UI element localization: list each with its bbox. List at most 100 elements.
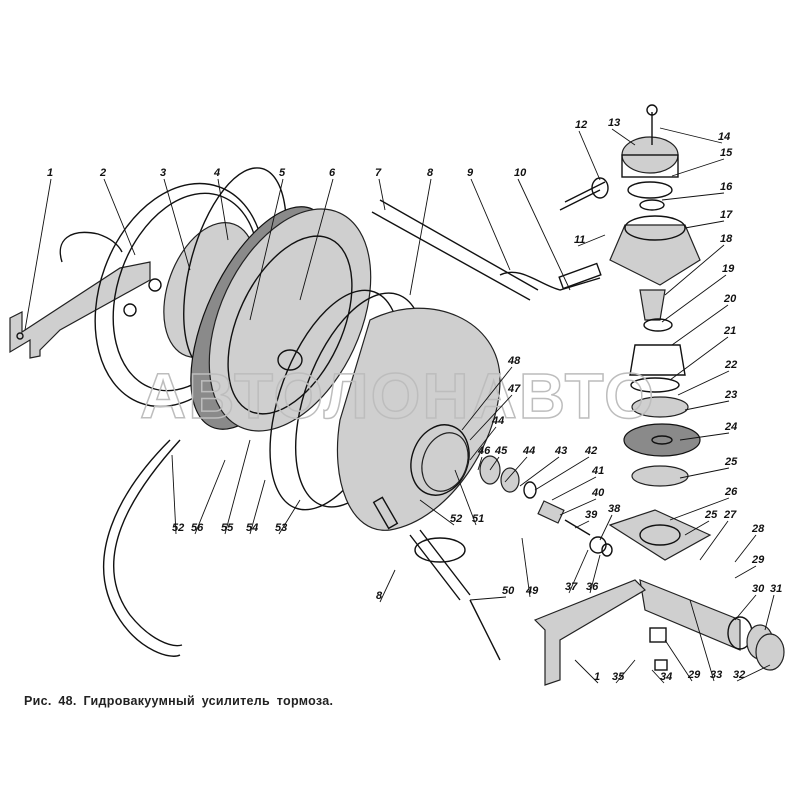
- leader-line: [684, 520, 710, 536]
- part-number-label: 29: [687, 669, 701, 681]
- leader-line: [671, 158, 725, 177]
- part-number-label: 26: [724, 486, 738, 498]
- part-number-label: 54: [246, 522, 258, 534]
- part-number-label: 40: [591, 487, 605, 499]
- part-number-label: 38: [608, 503, 621, 515]
- leader-line: [249, 178, 284, 321]
- part-number-label: 50: [502, 585, 515, 597]
- part-number-label: 24: [724, 421, 737, 433]
- leader-line: [521, 537, 531, 598]
- strap: [103, 439, 183, 657]
- leader-line: [589, 554, 601, 594]
- part-number-label: 4: [213, 167, 220, 179]
- vacuum-cylinder: [269, 289, 501, 531]
- leader-line: [734, 565, 757, 579]
- part-number-label: 3: [160, 167, 166, 179]
- part-number-label: 31: [770, 583, 782, 595]
- part-number-label: 18: [720, 233, 733, 245]
- part-number-label: 42: [584, 445, 597, 457]
- leader-line: [517, 178, 571, 291]
- bracket-left: [9, 231, 151, 359]
- leader-line: [469, 426, 497, 461]
- leader-line: [461, 366, 513, 431]
- leader-line: [679, 467, 730, 479]
- leader-line: [574, 659, 599, 684]
- part-number-label: 19: [722, 263, 735, 275]
- part-number-label: 23: [724, 389, 737, 401]
- leader-line: [677, 370, 730, 396]
- part-number-label: 25: [704, 509, 718, 521]
- leader-line: [454, 469, 477, 526]
- part-number-label: 8: [376, 590, 383, 602]
- master-cylinder: [533, 509, 785, 686]
- part-number-label: 47: [507, 383, 521, 395]
- leader-line: [664, 639, 693, 682]
- part-number-label: 37: [565, 581, 578, 593]
- leader-line: [24, 178, 52, 331]
- leader-line: [217, 178, 229, 241]
- part-number-label: 10: [514, 167, 527, 179]
- part-number-label: 11: [574, 234, 585, 246]
- leader-line: [378, 178, 386, 211]
- leader-line: [599, 514, 613, 541]
- part-number-label: 52: [450, 513, 462, 525]
- part-number-label: 39: [585, 509, 598, 521]
- leader-line: [379, 569, 396, 603]
- part-number-label: 52: [172, 522, 184, 534]
- leader-line: [163, 178, 191, 271]
- leader-line: [477, 456, 483, 471]
- leader-line: [489, 456, 500, 471]
- leader-line: [615, 659, 636, 684]
- leader-line: [224, 439, 251, 535]
- leader-line: [568, 549, 589, 594]
- part-number-label: 41: [591, 465, 604, 477]
- valve-stack: [609, 104, 701, 487]
- leader-line: [470, 178, 511, 271]
- part-number-label: 28: [751, 523, 765, 535]
- leader-line: [559, 498, 597, 516]
- leader-line: [551, 476, 597, 501]
- lower-tube: [409, 529, 501, 661]
- leader-line: [736, 664, 771, 682]
- part-number-label: 12: [575, 119, 587, 131]
- leader-line: [103, 178, 136, 256]
- part-number-label: 9: [467, 167, 474, 179]
- part-number-label: 14: [718, 131, 730, 143]
- leader-line: [577, 234, 606, 247]
- part-number-label: 55: [221, 522, 234, 534]
- leader-line: [469, 394, 513, 441]
- part-number-label: 15: [720, 147, 733, 159]
- leader-line: [689, 599, 715, 682]
- part-number-label: 6: [329, 167, 336, 179]
- part-number-label: 33: [710, 669, 722, 681]
- leader-line: [578, 130, 601, 181]
- part-number-label: 1: [594, 671, 600, 683]
- leader-line: [684, 400, 730, 411]
- part-number-label: 44: [522, 445, 535, 457]
- part-number-label: 7: [375, 167, 382, 179]
- part-number-label: 32: [733, 669, 745, 681]
- leader-line: [574, 520, 590, 529]
- part-number-label: 1: [47, 167, 53, 179]
- leader-line: [664, 244, 725, 296]
- leader-line: [661, 192, 725, 201]
- leader-line: [669, 497, 730, 521]
- part-number-label: 51: [472, 513, 484, 525]
- part-number-label: 17: [720, 209, 733, 221]
- leader-line: [764, 594, 775, 631]
- part-number-label: 46: [477, 445, 491, 457]
- part-number-label: 48: [507, 355, 521, 367]
- leader-line: [671, 304, 729, 346]
- leader-line: [419, 499, 455, 526]
- part-number-label: 29: [751, 554, 765, 566]
- leader-line: [409, 178, 432, 296]
- part-number-label: 56: [191, 522, 204, 534]
- leader-line: [611, 128, 636, 146]
- part-number-label: 13: [608, 117, 620, 129]
- leader-line: [651, 669, 665, 684]
- leader-line: [734, 534, 757, 563]
- watermark: АВТОЛОНАВТО: [140, 360, 656, 432]
- leader-line: [469, 596, 507, 601]
